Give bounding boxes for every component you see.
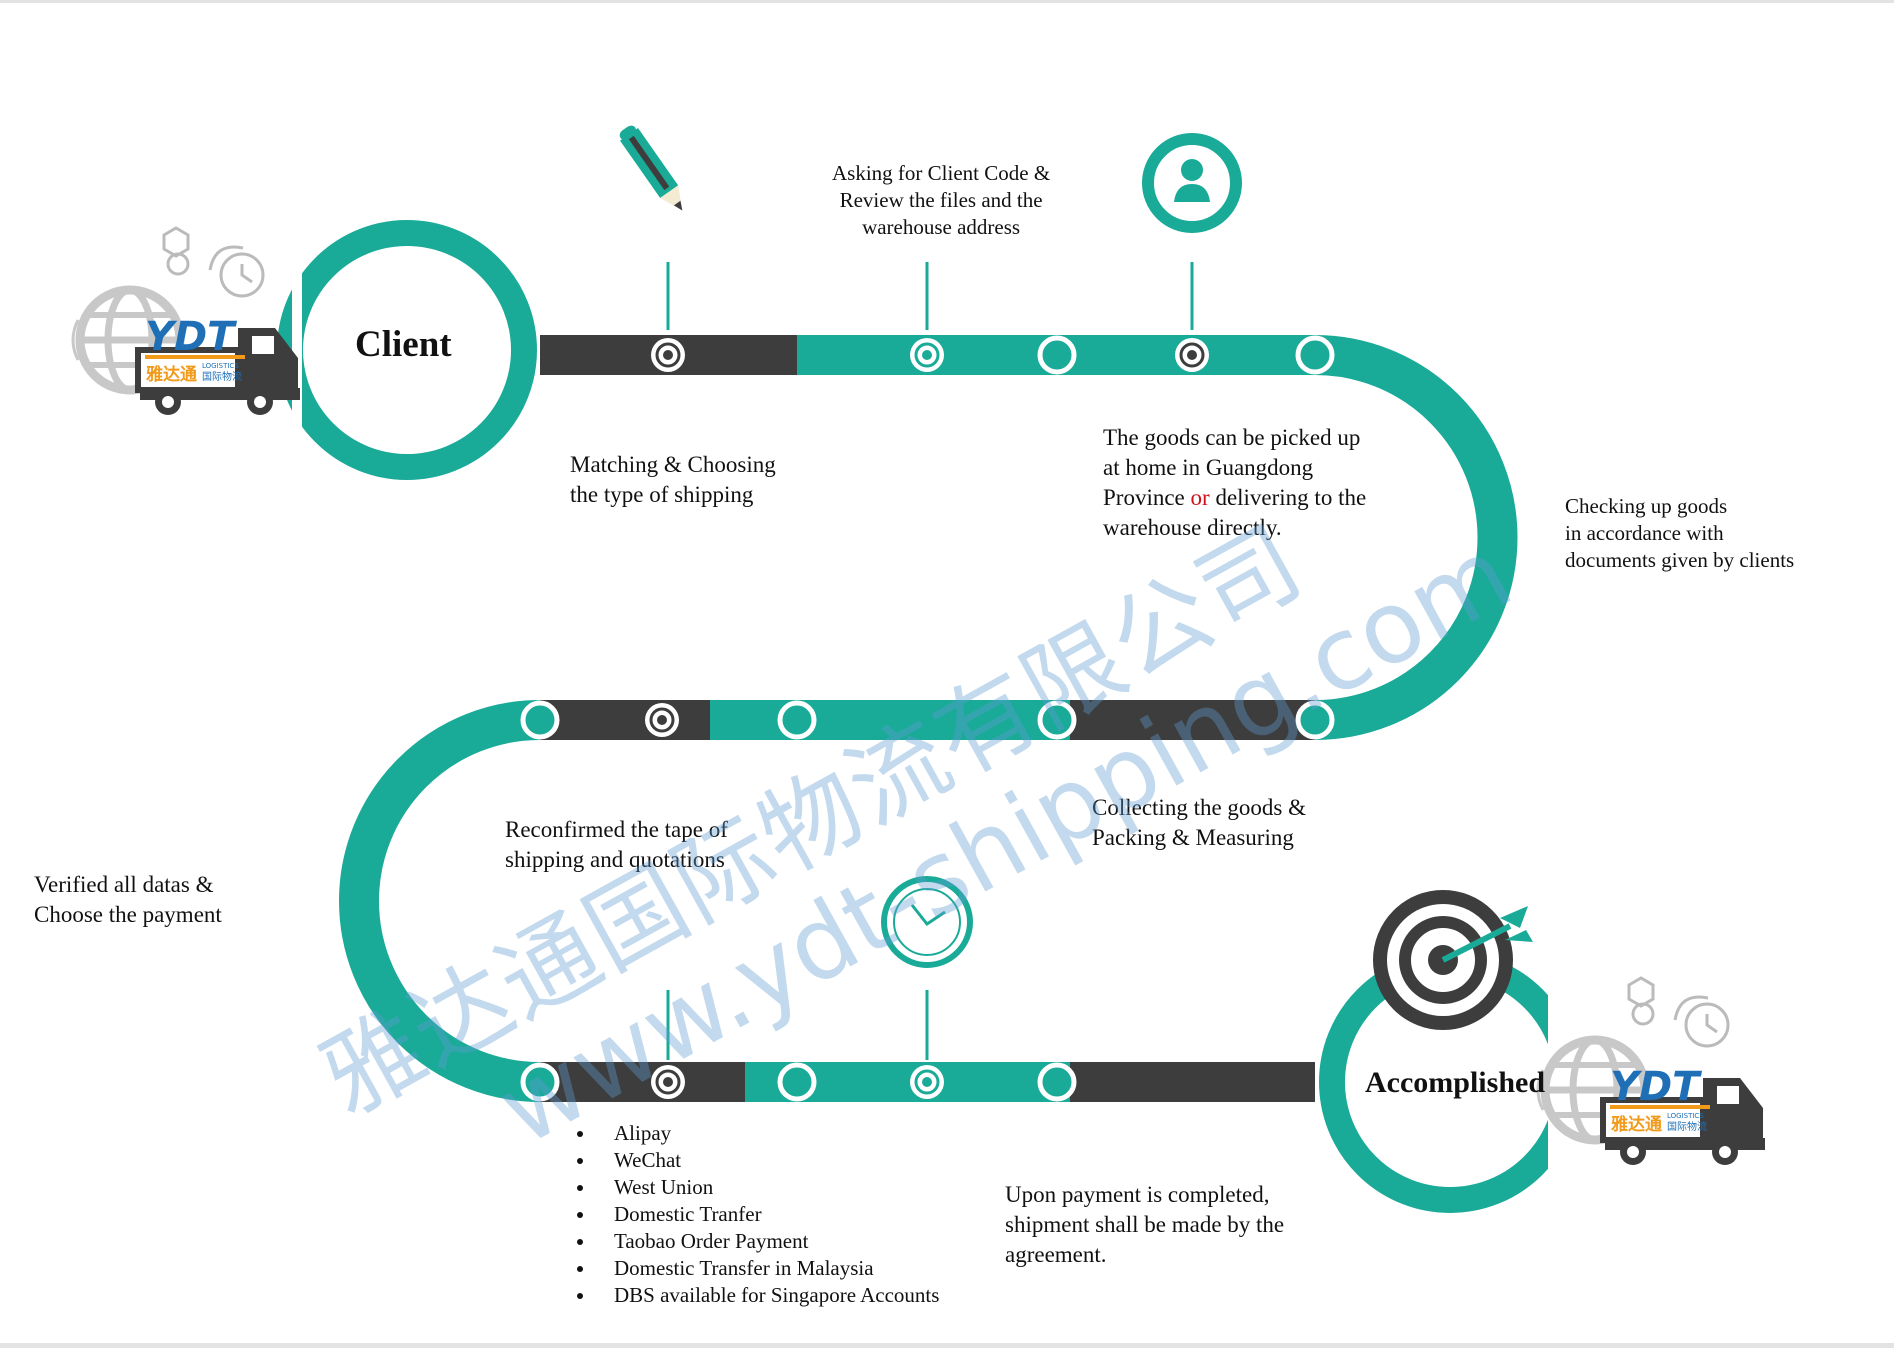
node-teal (1037, 1062, 1077, 1102)
step-verified: Verified all datas & Choose the payment (34, 872, 222, 927)
node-teal (1037, 335, 1077, 375)
list-item: West Union (596, 1174, 939, 1201)
node-teal (777, 1062, 817, 1102)
node-teal (1295, 700, 1335, 740)
globe-truck-icon (73, 228, 300, 415)
pencil-icon (619, 125, 683, 211)
list-item: Alipay (596, 1120, 939, 1147)
route-nodes (520, 335, 1335, 1102)
accomplished-title: Accomplished (1365, 1066, 1545, 1099)
step-pickup: The goods can be picked up at home in Gu… (1103, 425, 1367, 540)
list-item: Domestic Tranfer (596, 1201, 939, 1228)
payment-methods-list: Alipay WeChat West Union Domestic Tranfe… (560, 1120, 939, 1309)
node-teal (777, 700, 817, 740)
road-curve-left (339, 700, 541, 1102)
road-curve-right (1314, 335, 1518, 740)
target-icon (1373, 890, 1533, 1030)
node-ring (910, 338, 944, 372)
node-teal (1295, 335, 1335, 375)
step-checking: Checking up goods in accordance with doc… (1565, 494, 1795, 572)
node-teal (1037, 700, 1077, 740)
user-icon (1142, 133, 1242, 233)
step-reconfirmed: Reconfirmed the tape of shipping and quo… (505, 817, 728, 872)
bottom-border (0, 1343, 1894, 1348)
top-border (0, 0, 1894, 3)
step-asking-code: Asking for Client Code & Review the file… (832, 161, 1051, 239)
list-item: WeChat (596, 1147, 939, 1174)
or-highlight: or (1190, 485, 1210, 510)
node-ring (651, 338, 685, 372)
node-teal (520, 1062, 560, 1102)
list-item: Taobao Order Payment (596, 1228, 939, 1255)
node-teal (520, 700, 560, 740)
list-item: Domestic Transfer in Malaysia (596, 1255, 939, 1282)
step-matching: Matching & Choosing the type of shipping (570, 452, 776, 507)
client-title: Client (355, 324, 452, 365)
node-ring (1175, 338, 1209, 372)
node-ring (910, 1065, 944, 1099)
step-upon-payment: Upon payment is completed, shipment shal… (1005, 1182, 1285, 1267)
step-collecting: Collecting the goods & Packing & Measuri… (1092, 795, 1307, 850)
node-ring (651, 1065, 685, 1099)
list-item: DBS available for Singapore Accounts (596, 1282, 939, 1309)
clock-icon (881, 876, 973, 968)
node-ring (645, 703, 679, 737)
